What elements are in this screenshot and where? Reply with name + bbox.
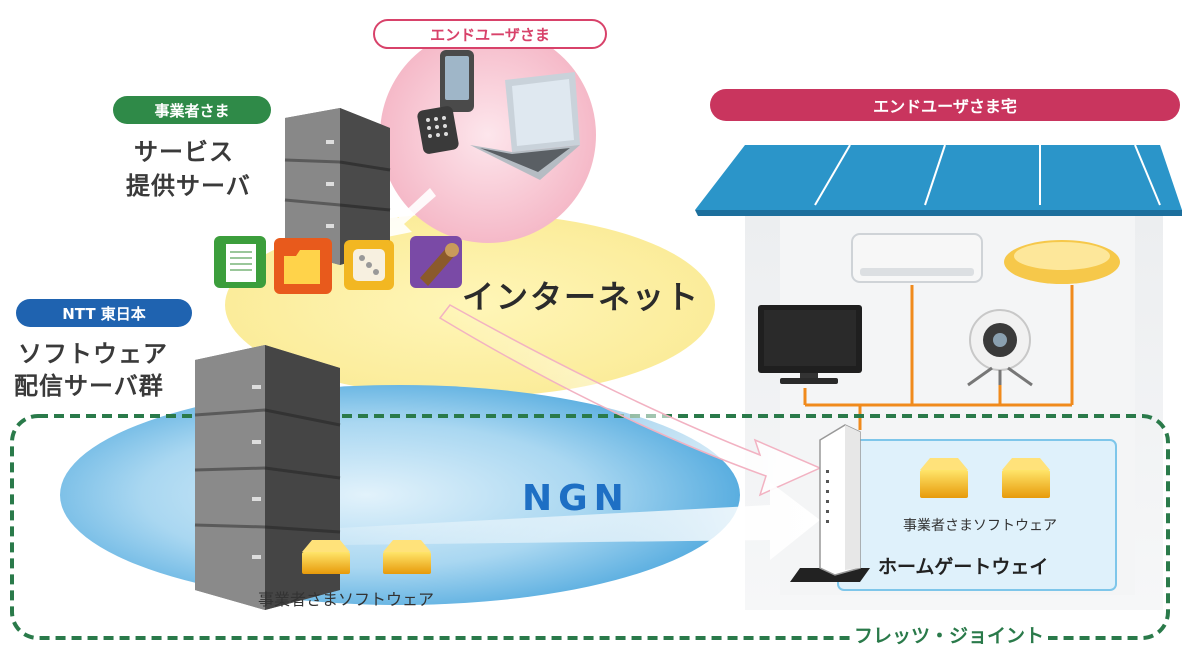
arrow-ngn-to-gateway: [340, 482, 820, 560]
ceiling-light-icon: [1004, 240, 1120, 284]
arrow-internet-to-gateway: [438, 304, 822, 497]
dice-app-icon: [344, 240, 394, 290]
arrow-user-to-internet: [382, 188, 436, 238]
service-server-label-line2: 提供サーバ: [126, 172, 251, 200]
ngn-label: NGN: [522, 478, 630, 519]
air-conditioner-icon: [851, 233, 983, 283]
folder-icon: [274, 238, 332, 294]
internet-label: インターネット: [462, 278, 701, 316]
laptop-icon: [470, 72, 580, 180]
document-icon: [214, 236, 266, 288]
ntt-badge: NTT 東日本: [16, 299, 192, 327]
software-server-label-line1: ソフトウェア: [18, 340, 168, 368]
operator-software-left-label: 事業者さまソフトウェア: [258, 590, 435, 609]
flets-joint-boundary: [10, 414, 1170, 640]
tv-icon: [758, 305, 862, 384]
server-rack-icon: [284, 108, 391, 265]
software-package-icon: [302, 458, 1050, 574]
software-server-label-line2: 配信サーバ群: [14, 372, 164, 400]
operator-software-home-label: 事業者さまソフトウェア: [903, 518, 1057, 534]
end-user-badge: エンドユーザさま: [373, 19, 607, 49]
webcam-icon: [967, 309, 1033, 387]
service-server-label-line1: サービス: [134, 138, 234, 166]
telescope-icon: [410, 236, 462, 288]
home-gateway-icon: [790, 424, 870, 582]
flets-joint-label: フレッツ・ジョイント: [850, 625, 1049, 647]
end-user-home-badge: エンドユーザさま宅: [710, 89, 1180, 121]
home-wiring: [803, 285, 1074, 430]
operator-badge: 事業者さま: [113, 96, 271, 124]
phone-icon: [417, 50, 474, 154]
software-server-rack-icon: [194, 345, 341, 610]
house-roof: [695, 145, 1182, 210]
home-gateway-label: ホームゲートウェイ: [878, 556, 1049, 578]
